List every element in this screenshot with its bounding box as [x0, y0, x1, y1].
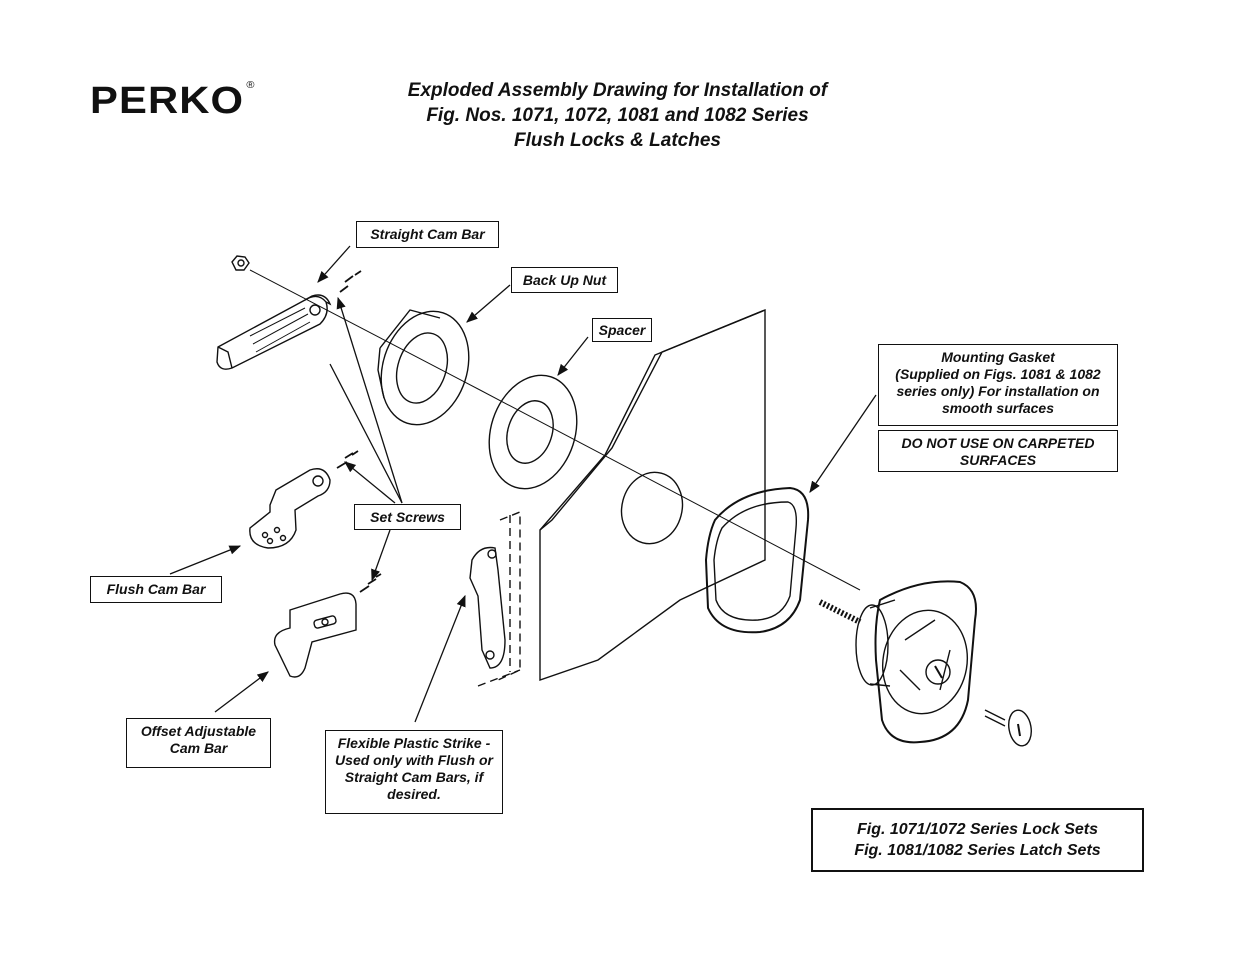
logo-text: PERKO [90, 80, 245, 122]
leader-spacer [557, 336, 589, 376]
label-back-up-nut: Back Up Nut [511, 267, 618, 293]
assembly-axis-line [249, 269, 861, 591]
label-spacer: Spacer [592, 318, 652, 342]
leader-set-screw-low [371, 529, 391, 582]
hex-nut [231, 255, 250, 271]
leader-straight-cam-bar [317, 245, 351, 283]
label-set-screws: Set Screws [354, 504, 461, 530]
label-straight-cam-bar: Straight Cam Bar [356, 221, 499, 248]
title-line-1: Exploded Assembly Drawing for Installati… [407, 80, 828, 101]
title-line-3: Flush Locks & Latches [514, 130, 721, 151]
key [984, 709, 1032, 747]
label-carpet-warning: DO NOT USE ON CARPETED SURFACES [878, 430, 1118, 472]
flush-cam-bar [249, 468, 331, 549]
label-offset-cam-bar: Offset Adjustable Cam Bar [126, 718, 271, 768]
offset-cam-bar [273, 592, 357, 678]
label-flush-cam-bar: Flush Cam Bar [90, 576, 222, 603]
back-up-nut [377, 309, 470, 426]
leader-offset-cam-bar [214, 671, 269, 713]
figure-series-box: Fig. 1071/1072 Series Lock Sets Fig. 108… [811, 808, 1144, 872]
leader-set-screw-mid [344, 461, 396, 504]
leader-flush-cam-bar [169, 545, 242, 575]
lock-body [818, 580, 977, 744]
registered-mark: ® [246, 80, 256, 91]
label-mounting-gasket: Mounting Gasket (Supplied on Figs. 1081 … [878, 344, 1118, 426]
page-title: Exploded Assembly Drawing for Installati… [330, 78, 905, 153]
perko-logo: PERKO® [90, 80, 256, 123]
spacer [488, 374, 578, 490]
label-flexible-strike: Flexible Plastic Strike - Used only with… [325, 730, 503, 814]
mounting-gasket [704, 486, 810, 634]
figure-lock-sets: Fig. 1071/1072 Series Lock Sets [856, 821, 1099, 838]
leader-set-screw-top-b [329, 363, 403, 504]
straight-cam-bar [216, 294, 332, 370]
leader-set-screw-top [336, 296, 403, 504]
leader-strike [414, 594, 466, 723]
mounting-panel [539, 308, 766, 681]
title-line-2: Fig. Nos. 1071, 1072, 1081 and 1082 Seri… [426, 105, 809, 126]
leader-back-up-nut [466, 284, 511, 323]
figure-latch-sets: Fig. 1081/1082 Series Latch Sets [854, 842, 1101, 859]
leader-gasket [809, 394, 877, 493]
flexible-strike [469, 510, 521, 687]
